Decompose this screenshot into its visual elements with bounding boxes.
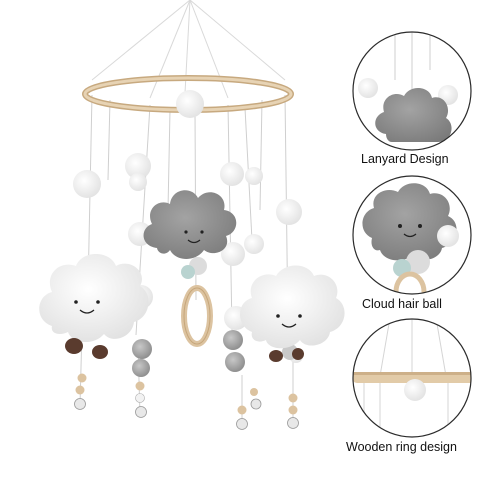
top-strings [91, 0, 286, 99]
beads-and-bells [74, 373, 299, 430]
baby-mobile [39, 0, 345, 430]
white-cloud-right [240, 265, 345, 362]
detail-circle-lanyard [352, 31, 472, 151]
white-cloud-left [39, 254, 149, 359]
cloud-hair-ball-label: Cloud hair ball [362, 297, 442, 311]
grey-cloud [143, 190, 237, 279]
wooden-ring-design-label: Wooden ring design [346, 440, 457, 454]
pompoms-white [73, 153, 303, 363]
detail-circle-ring [352, 318, 472, 438]
hoop-pompom [176, 90, 204, 118]
detail-circle-cloud [352, 175, 472, 295]
lanyard-design-label: Lanyard Design [361, 152, 449, 166]
pompoms-grey [132, 330, 298, 377]
